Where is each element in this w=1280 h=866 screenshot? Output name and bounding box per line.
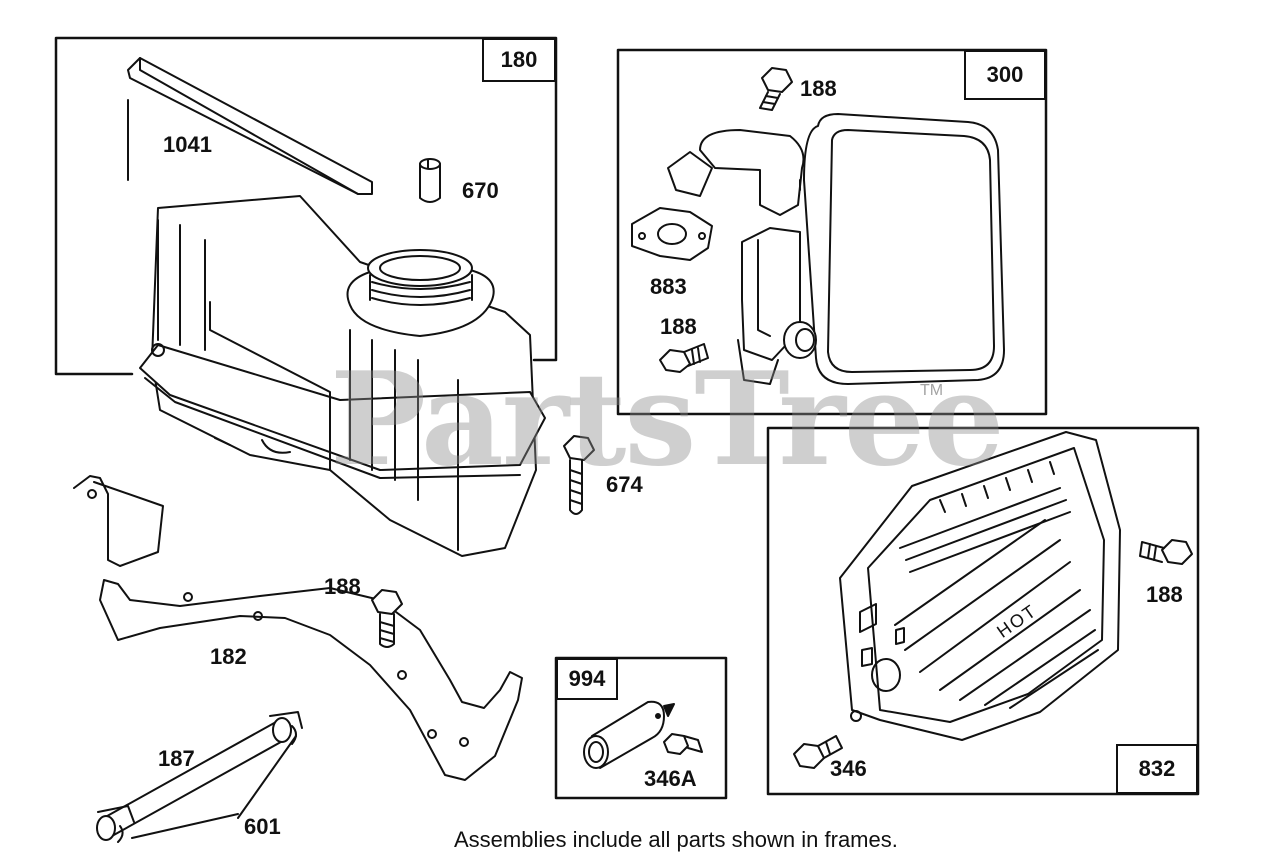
label-part-188-bracket: 188 — [324, 574, 361, 599]
part-346-bolt — [793, 735, 843, 769]
fuel-tank — [139, 195, 546, 557]
part-994-cylinder — [583, 700, 675, 769]
label-part-1041: 1041 — [163, 132, 212, 157]
label-part-182: 182 — [210, 644, 247, 669]
part-670-dowel — [419, 158, 441, 203]
label-part-188-mid: 188 — [660, 314, 697, 339]
watermark-text: PartsTree — [330, 345, 1005, 495]
part-187-fuel-line — [96, 711, 303, 843]
part-188-bolt-right — [1139, 539, 1193, 565]
frame-994-border — [554, 656, 728, 800]
part-188-bolt-top — [759, 67, 793, 111]
part-883-gasket — [631, 207, 713, 261]
label-part-346: 346 — [830, 756, 867, 781]
frame-tag-994: 994 — [556, 658, 618, 700]
label-part-670: 670 — [462, 178, 499, 203]
heat-shield — [839, 431, 1121, 741]
muffler-assembly — [667, 113, 1005, 385]
frame-tag-300: 300 — [964, 50, 1046, 100]
frame-180-border — [54, 36, 558, 376]
footer-note: Assemblies include all parts shown in fr… — [454, 827, 898, 852]
part-188-bolt-bracket — [371, 589, 403, 648]
frame-832-border — [766, 426, 1200, 796]
part-182-bracket — [73, 475, 523, 781]
part-674-bolt — [563, 435, 595, 515]
label-part-601: 601 — [244, 814, 281, 839]
part-346A-bolt — [663, 733, 703, 755]
part-188-bolt-mid — [659, 343, 709, 373]
watermark-trademark: TM — [920, 382, 944, 399]
label-part-346A: 346A — [644, 766, 697, 791]
frame-300-border — [616, 48, 1048, 416]
part-1041-strip — [127, 57, 373, 195]
label-part-883: 883 — [650, 274, 687, 299]
label-part-674: 674 — [606, 472, 643, 497]
frame-tag-180: 180 — [482, 38, 556, 82]
label-part-188-right: 188 — [1146, 582, 1183, 607]
label-part-188-top: 188 — [800, 76, 837, 101]
label-part-187: 187 — [158, 746, 195, 771]
frame-tag-832: 832 — [1116, 744, 1198, 794]
